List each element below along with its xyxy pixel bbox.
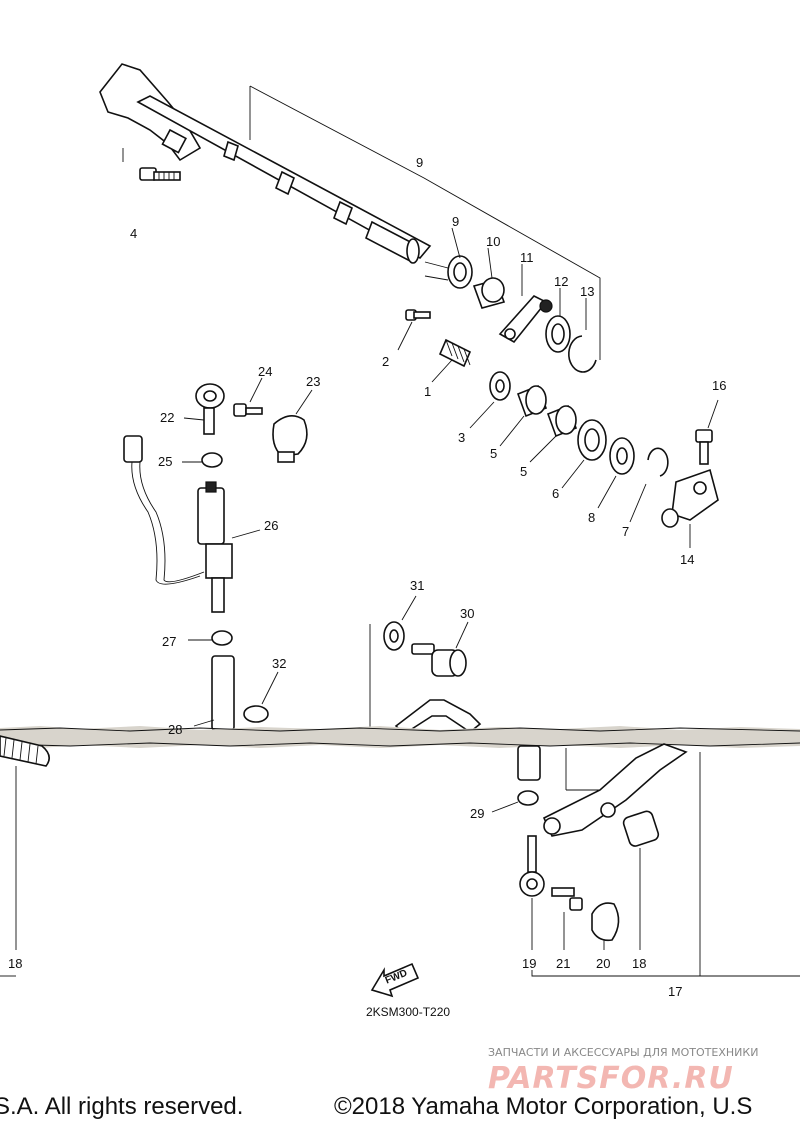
diagram-code: 2KSM300-T220 bbox=[366, 1005, 450, 1019]
copyright-left: S.A. All rights reserved. bbox=[0, 1093, 243, 1120]
callout-18: 18 bbox=[632, 956, 646, 971]
callout-6: 6 bbox=[552, 486, 559, 501]
callout-9: 9 bbox=[416, 155, 423, 170]
callout-32: 31 bbox=[410, 578, 424, 593]
callout-7: 7 bbox=[622, 524, 629, 539]
callout-5b: 5 bbox=[520, 464, 527, 479]
callout-10: 9 bbox=[452, 214, 459, 229]
copyright-right: ©2018 Yamaha Motor Corporation, U.S bbox=[334, 1093, 752, 1120]
part-15-clamp bbox=[661, 468, 719, 528]
part-2-bolt bbox=[405, 309, 431, 321]
callout-27: 26 bbox=[264, 518, 278, 533]
callout-29: 28 bbox=[168, 722, 182, 737]
callout-15: 14 bbox=[680, 552, 694, 567]
part-31-pivot-bolt bbox=[411, 643, 467, 677]
callout-20: 19 bbox=[522, 956, 536, 971]
callout-33: 32 bbox=[272, 656, 286, 671]
part-25-bolt bbox=[233, 403, 263, 417]
callout-13: 12 bbox=[554, 274, 568, 289]
callout-1: 1 bbox=[424, 384, 431, 399]
svg-text:PARTSFOR.RU: PARTSFOR.RU bbox=[488, 1061, 734, 1096]
callout-2: 2 bbox=[382, 354, 389, 369]
part-11-collar bbox=[472, 277, 506, 309]
callout-16: 16 bbox=[712, 378, 726, 393]
watermark: ЗАПЧАСТИ И АКСЕССУАРЫ ДЛЯ МОТОТЕХНИКИ PA… bbox=[488, 1046, 758, 1096]
callout-21: 20 bbox=[596, 956, 610, 971]
part-16-bolt bbox=[695, 429, 713, 465]
callout-25: 24 bbox=[258, 364, 272, 379]
part-18-pedal-arm bbox=[542, 743, 688, 847]
callout-3: 3 bbox=[458, 430, 465, 445]
callout-17: 17 bbox=[668, 984, 682, 999]
callout-24: 23 bbox=[306, 374, 320, 389]
callout-26: 25 bbox=[158, 454, 172, 469]
part-7-circlip bbox=[647, 447, 669, 477]
callout-5a: 5 bbox=[490, 446, 497, 461]
part-14-circlip bbox=[568, 335, 597, 373]
fwd-arrow: FWD bbox=[370, 962, 420, 998]
part-23-rod-end bbox=[195, 383, 225, 435]
part-19-footpeg bbox=[0, 735, 50, 767]
part-24-boot bbox=[272, 415, 308, 463]
callout-22: 21 bbox=[556, 956, 570, 971]
callout-31: 30 bbox=[460, 606, 474, 621]
part-29-rod bbox=[211, 655, 235, 731]
part-30-nut bbox=[517, 790, 539, 806]
part-4-bolt bbox=[139, 167, 181, 181]
callout-23: 22 bbox=[160, 410, 174, 425]
part-27-shift-sensor bbox=[123, 435, 233, 613]
callout-28: 27 bbox=[162, 634, 176, 649]
part-5-bearing-a bbox=[516, 384, 548, 418]
callout-4: 4 bbox=[130, 226, 137, 241]
part-20-rod-end bbox=[519, 835, 545, 897]
torn-edge bbox=[0, 726, 800, 748]
part-26-nut bbox=[201, 452, 223, 468]
part-1-spring bbox=[438, 338, 472, 368]
callout-8-label: 8 bbox=[588, 510, 595, 525]
part-12-plate bbox=[498, 295, 553, 344]
callout-11: 10 bbox=[486, 234, 500, 249]
shift-shaft bbox=[99, 63, 432, 264]
callout-30: 29 bbox=[470, 806, 484, 821]
part-10-spring bbox=[424, 255, 473, 289]
callout-12: 11 bbox=[520, 250, 534, 265]
callout-19: 18 bbox=[8, 956, 22, 971]
part-21-boot bbox=[591, 902, 620, 942]
part-5-bearing-b bbox=[546, 404, 578, 438]
part-collar bbox=[517, 745, 541, 781]
part-33-washer bbox=[243, 705, 269, 723]
callout-labels: 9 4 9 10 11 12 13 2 1 16 24 23 22 3 5 25… bbox=[8, 155, 726, 999]
part-28-nut bbox=[211, 630, 233, 646]
part-22-bolt bbox=[551, 887, 583, 911]
callout-14: 13 bbox=[580, 284, 594, 299]
svg-text:ЗАПЧАСТИ И АКСЕССУАРЫ ДЛЯ МОТО: ЗАПЧАСТИ И АКСЕССУАРЫ ДЛЯ МОТОТЕХНИКИ bbox=[488, 1046, 758, 1059]
